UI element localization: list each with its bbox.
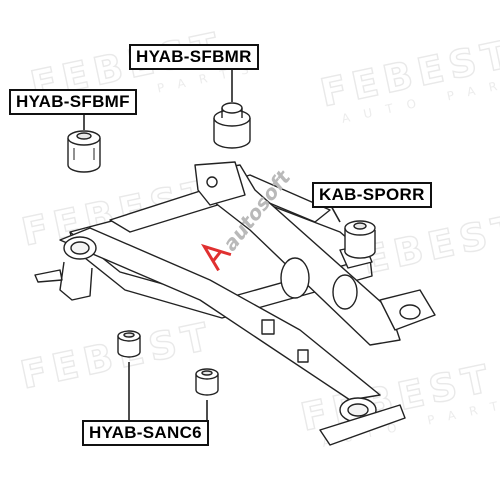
- watermark-top-right: FEBEST AUTO PARTS: [316, 31, 500, 126]
- part-label-hyab-sfbmr[interactable]: HYAB-SFBMR: [129, 44, 259, 70]
- part-label-kab-sporr[interactable]: KAB-SPORR: [312, 182, 432, 208]
- bushing-sporr: [344, 220, 376, 259]
- bushing-sfbmf: [67, 130, 101, 173]
- part-label-hyab-sanc6[interactable]: HYAB-SANC6: [82, 420, 209, 446]
- bushing-sanc6-left: [117, 330, 141, 358]
- watermark-bottom-left: FEBEST: [16, 313, 218, 398]
- bushing-sfbmr: [213, 102, 251, 149]
- rear-subframe: [34, 161, 436, 446]
- logo-accent-icon: [200, 243, 232, 272]
- bushing-sanc6-right: [195, 368, 219, 396]
- part-label-hyab-sfbmf[interactable]: HYAB-SFBMF: [9, 89, 137, 115]
- watermark-brand: FEBEST: [17, 313, 218, 397]
